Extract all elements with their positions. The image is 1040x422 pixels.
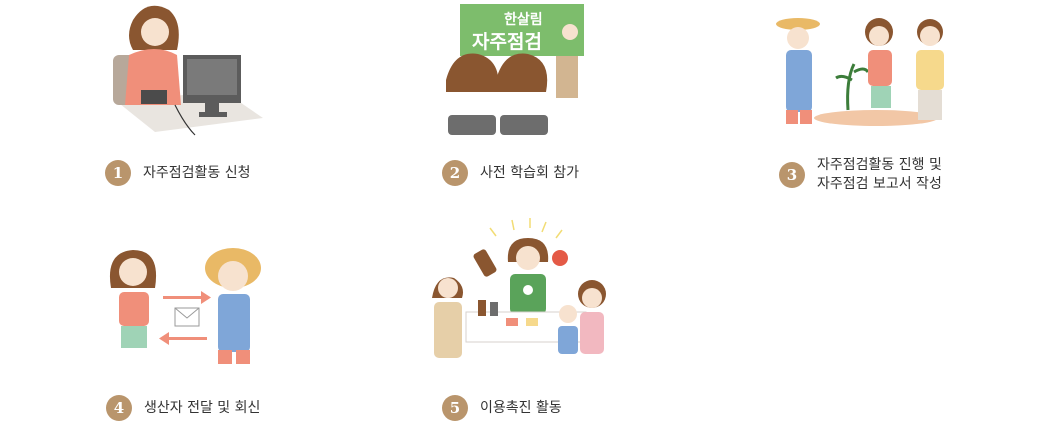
step-3-label-line-1: 자주점검활동 진행 및: [817, 157, 942, 173]
step-5-illustration: [432, 218, 617, 370]
step-1-caption: 1 자주점검활동 신청: [105, 160, 251, 186]
computer-applicant-illustration: [113, 5, 263, 136]
step-5-badge: 5: [442, 395, 468, 421]
step-1-label: 자주점검활동 신청: [143, 164, 251, 181]
step-4-caption: 4 생산자 전달 및 회신: [106, 395, 260, 421]
step-1-badge: 1: [105, 160, 131, 186]
step-5-label: 이용촉진 활동: [480, 399, 562, 416]
step-3-illustration: [772, 10, 957, 135]
step-4-label: 생산자 전달 및 회신: [144, 399, 261, 416]
step-4-illustration: [103, 240, 268, 370]
promotion-booth-illustration: [432, 218, 606, 358]
step-2-illustration: 한살림 자주점검: [440, 0, 590, 140]
step-1-illustration: [105, 0, 270, 140]
step-3-caption: 3 자주점검활동 진행 및 자주점검 보고서 작성: [779, 156, 942, 194]
step-2-label: 사전 학습회 참가: [480, 164, 580, 181]
board-line-2: 자주점검: [472, 31, 542, 53]
mail-exchange-illustration: [109, 248, 261, 364]
step-5-caption: 5 이용촉진 활동: [442, 395, 562, 421]
step-2-badge: 2: [442, 160, 468, 186]
step-3-badge: 3: [779, 162, 805, 188]
step-4-badge: 4: [106, 395, 132, 421]
farm-inspection-illustration: [776, 18, 944, 126]
step-2-caption: 2 사전 학습회 참가: [442, 160, 579, 186]
classroom-illustration: 한살림 자주점검: [446, 4, 584, 135]
board-line-1: 한살림: [504, 11, 543, 28]
step-3-label-line-2: 자주점검 보고서 작성: [817, 176, 942, 192]
